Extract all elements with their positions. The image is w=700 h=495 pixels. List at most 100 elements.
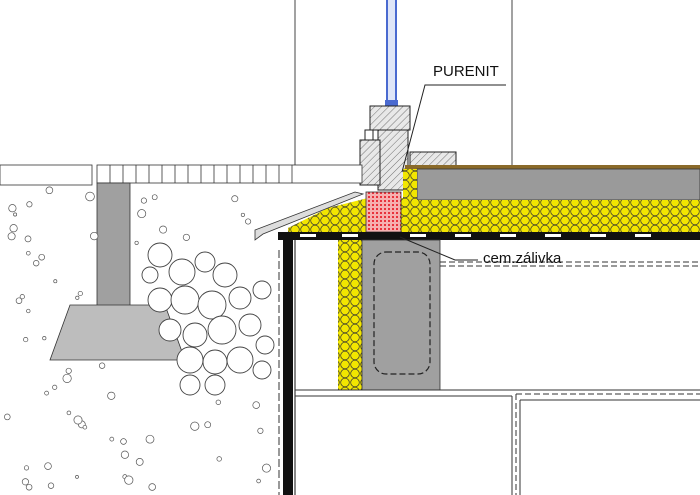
soil-backfill <box>4 186 271 491</box>
gravel-stone <box>147 242 173 268</box>
soil-particle <box>9 224 18 233</box>
soil-particle <box>25 483 33 491</box>
soil-particle <box>13 212 18 217</box>
soil-particle <box>256 478 261 484</box>
soil-particle <box>45 186 54 195</box>
exterior-paving <box>96 164 365 241</box>
soil-particle <box>7 232 16 241</box>
soil-particle <box>137 209 147 219</box>
waterproofing-vertical <box>278 240 296 495</box>
soil-particle <box>23 465 30 471</box>
gravel-stone <box>194 251 216 273</box>
gravel-stone <box>168 258 196 286</box>
soil-particle <box>140 197 147 204</box>
soil-particle <box>77 290 83 297</box>
soil-particle <box>75 295 80 300</box>
soil-particle <box>42 336 47 341</box>
soil-particle <box>148 483 156 491</box>
window-glass <box>385 0 398 108</box>
soil-particle <box>44 390 49 396</box>
gravel-stone <box>207 315 237 345</box>
soil-particle <box>215 399 221 405</box>
soil-particle <box>38 253 45 261</box>
purenit-block <box>365 191 402 233</box>
soil-particle <box>73 415 83 425</box>
ceiling-slab <box>295 389 700 495</box>
soil-particle <box>240 212 245 217</box>
soil-particle <box>66 410 72 416</box>
gravel-stone <box>158 318 182 342</box>
wall-insulation <box>338 240 362 390</box>
soil-particle <box>90 231 99 241</box>
soil-particle <box>75 475 79 479</box>
gravel-stone <box>212 262 238 288</box>
soil-particle <box>231 195 239 203</box>
soil-particle <box>107 391 116 400</box>
soil-particle <box>26 250 31 256</box>
concrete-beam <box>361 239 441 391</box>
soil-particle <box>52 384 58 390</box>
gravel-stone <box>202 349 228 375</box>
soil-particle <box>134 240 139 245</box>
soil-particle <box>252 401 260 409</box>
soil-particle <box>120 438 127 445</box>
soil-particle <box>33 260 40 267</box>
gravel-stone <box>226 346 254 374</box>
gravel-stone <box>255 335 275 355</box>
gravel-stone <box>147 287 173 313</box>
soil-particle <box>15 297 23 304</box>
soil-particle <box>120 450 129 459</box>
soil-particle <box>109 436 115 442</box>
soil-particle <box>24 235 32 243</box>
soil-particle <box>62 373 72 383</box>
soil-particle <box>85 191 95 202</box>
soil-particle <box>47 482 55 489</box>
label-purenit: PURENIT <box>433 63 499 80</box>
soil-particle <box>4 413 11 421</box>
gravel-stone <box>197 290 227 320</box>
soil-particle <box>82 424 88 430</box>
waterproofing-horizontal <box>278 232 700 240</box>
label-cement-grout: cem.zálivka <box>483 250 562 267</box>
soil-particle <box>216 456 222 462</box>
soil-particle <box>159 225 168 234</box>
gravel-stone <box>176 346 204 374</box>
gravel-stone <box>141 266 159 284</box>
soil-particle <box>262 463 271 473</box>
gravel-stone <box>252 280 272 300</box>
soil-particle <box>204 421 212 429</box>
gravel-stone <box>204 374 226 396</box>
gravel-stone <box>238 313 262 337</box>
gravel-stone <box>170 285 200 315</box>
reinforcement <box>373 251 431 375</box>
gravel-stone <box>182 322 208 348</box>
soil-particle <box>53 279 58 284</box>
leader-lines <box>399 84 506 261</box>
soil-particle <box>26 308 31 314</box>
soil-particle <box>65 367 72 374</box>
gravel-stone <box>252 360 272 380</box>
ground-surface <box>0 164 93 186</box>
soil-particle <box>26 201 33 208</box>
soil-particle <box>44 462 52 470</box>
soil-particle <box>124 475 134 485</box>
soil-particle <box>135 458 144 466</box>
soil-particle <box>21 478 29 486</box>
gravel-stone <box>179 374 201 396</box>
soil-particle <box>245 218 252 225</box>
gravel-stone <box>228 286 252 310</box>
soil-particle <box>98 362 106 369</box>
soil-particle <box>23 337 29 343</box>
gravel-drainage <box>141 242 275 396</box>
soil-particle <box>19 294 25 300</box>
soil-particle <box>151 194 158 201</box>
soil-particle <box>257 427 264 434</box>
soil-particle <box>182 233 190 241</box>
soil-particle <box>145 434 155 444</box>
upper-wall <box>294 0 513 167</box>
screed-layer <box>416 168 700 201</box>
ceiling-reinforcement-line <box>440 261 700 267</box>
floor-finish <box>405 165 700 169</box>
